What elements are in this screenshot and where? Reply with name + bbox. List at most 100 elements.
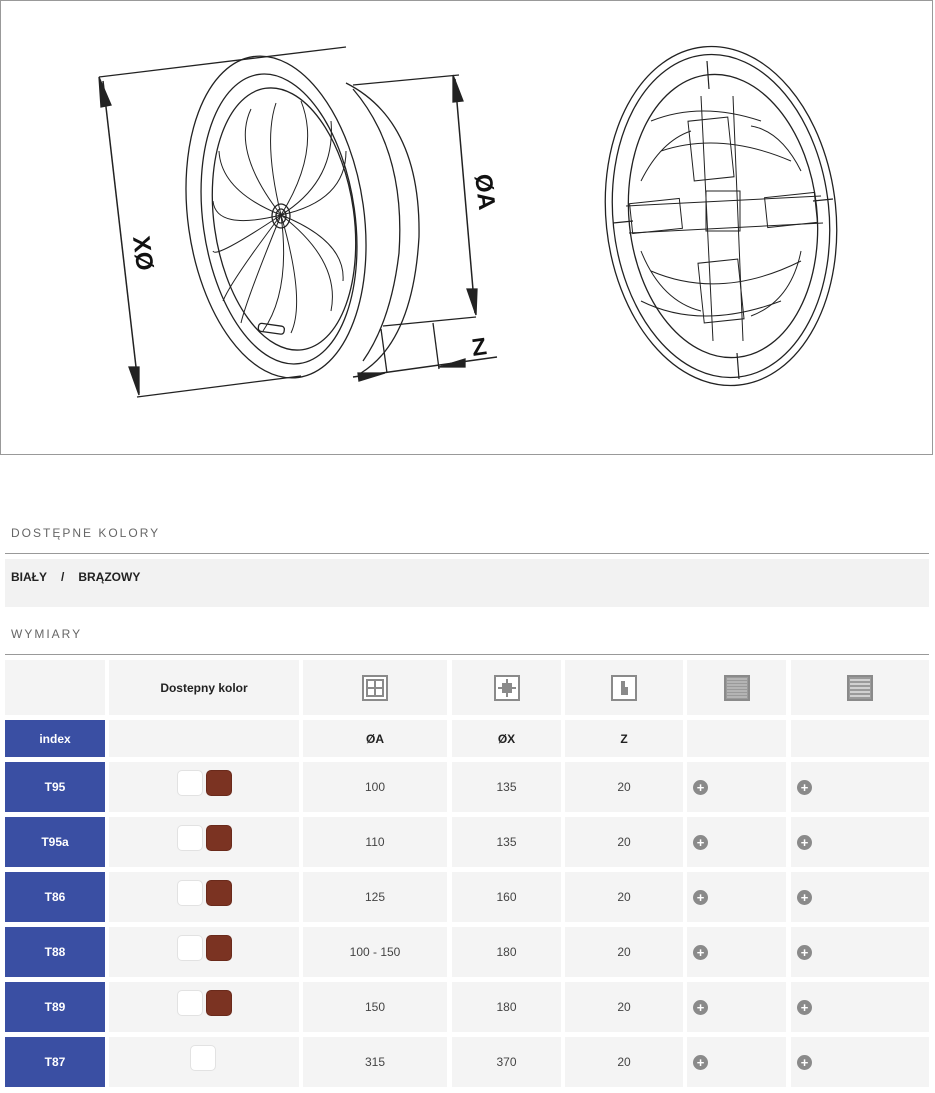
color-swatches [176,990,232,1016]
swatch-brown[interactable] [205,825,232,851]
diameter-x-header-cell: ØX [452,720,561,757]
plus-icon[interactable]: + [797,1054,812,1070]
grille-window-icon [362,674,388,701]
row-diameter-a-value: 100 - 150 [349,945,401,959]
row-index-cell: T86 [5,872,105,922]
row-option-cell: + [791,762,929,812]
row-z-value: 20 [617,780,631,794]
row-option-cell: + [791,982,929,1032]
row-index-cell: T95 [5,762,105,812]
row-diameter-x-value: 180 [496,945,517,959]
row-option-cell: + [791,817,929,867]
row-index-cell: T88 [5,927,105,977]
color-white-label: BIAŁY [11,570,47,584]
header-color-cell: Dostepny kolor [109,660,299,715]
row-diameter-x-value: 160 [496,890,517,904]
row-z-cell: 20 [565,762,683,812]
row-option-cell: + [791,927,929,977]
plus-icon[interactable]: + [693,834,708,850]
dimensions-heading: WYMIARY [11,627,83,641]
row-diameter-x-cell: 160 [452,872,561,922]
swatch-white[interactable] [176,825,203,851]
row-colors-cell [109,982,299,1032]
row-colors-cell [109,817,299,867]
swatch-white[interactable] [176,770,203,796]
available-colors-heading: DOSTĘPNE KOLORY [11,526,161,540]
grille-mesh-icon [723,674,750,701]
row-diameter-x-value: 135 [496,780,517,794]
plus-icon[interactable]: + [797,889,812,905]
plus-icon[interactable]: + [693,889,708,905]
color-brown-label: BRĄZOWY [78,570,141,584]
swatch-white[interactable] [176,880,203,906]
grille-cross-icon [493,674,520,701]
color-swatches [176,770,232,796]
row-diameter-x-value: 370 [496,1055,517,1069]
index-header-label: index [39,731,71,746]
color-separator: / [61,570,65,584]
row-diameter-a-cell: 100 [303,762,447,812]
color-swatches [176,825,232,851]
row-colors-cell [109,1037,299,1087]
header-icon-cell [303,660,447,715]
divider [5,654,929,655]
row-option-cell: + [687,1037,786,1087]
diameter-x-header-label: ØX [497,731,516,746]
row-diameter-a-value: 125 [364,890,386,904]
swatch-white[interactable] [176,935,203,961]
header-icon-cell [687,660,786,715]
swatch-white[interactable] [176,990,203,1016]
header-icon-cell [791,660,929,715]
row-colors-cell [109,927,299,977]
product-drawing: XØ ØA Z [0,0,933,455]
row-index-cell: T89 [5,982,105,1032]
divider [5,553,929,554]
plus-icon[interactable]: + [797,944,812,960]
row-z-cell: 20 [565,817,683,867]
row-option-cell: + [687,817,786,867]
header-icon-cell [565,660,683,715]
plus-icon[interactable]: + [693,1054,708,1070]
available-colors-list: BIAŁY / BRĄZOWY [11,570,140,584]
swatch-brown[interactable] [205,990,232,1016]
plus-icon[interactable]: + [693,944,708,960]
row-option-cell: + [791,872,929,922]
row-colors-cell [109,872,299,922]
row-diameter-a-cell: 125 [303,872,447,922]
row-diameter-a-value: 150 [364,1000,386,1014]
subheader-empty-cell [687,720,786,757]
plus-icon[interactable]: + [693,999,708,1015]
grille-profile-icon [611,674,637,701]
row-option-cell: + [791,1037,929,1087]
row-diameter-x-value: 180 [496,1000,517,1014]
swatch-brown[interactable] [205,935,232,961]
row-index-label: T89 [44,1000,66,1014]
row-index-cell: T87 [5,1037,105,1087]
swatch-brown[interactable] [205,770,232,796]
row-z-value: 20 [617,835,631,849]
swatch-brown[interactable] [205,880,232,906]
plus-icon[interactable]: + [797,834,812,850]
dim-z-label: Z [470,333,488,362]
available-colors-box: BIAŁY / BRĄZOWY [5,559,929,607]
row-z-value: 20 [617,945,631,959]
color-swatches [176,880,232,906]
row-index-label: T87 [44,1055,66,1069]
row-z-value: 20 [617,1055,631,1069]
row-diameter-a-cell: 110 [303,817,447,867]
row-z-cell: 20 [565,927,683,977]
plus-icon[interactable]: + [693,779,708,795]
row-option-cell: + [687,872,786,922]
header-color-label: Dostepny kolor [160,680,248,695]
grille-louvre-icon [847,674,873,701]
row-z-cell: 20 [565,1037,683,1087]
plus-icon[interactable]: + [797,779,812,795]
swatch-white[interactable] [189,1045,216,1071]
plus-icon[interactable]: + [797,999,812,1015]
dim-a-label: ØA [469,172,500,211]
row-z-cell: 20 [565,872,683,922]
product-drawing-svg: XØ ØA Z [98,45,838,398]
row-index-label: T88 [44,945,66,959]
diameter-a-header-cell: ØA [303,720,447,757]
row-diameter-x-cell: 180 [452,982,561,1032]
